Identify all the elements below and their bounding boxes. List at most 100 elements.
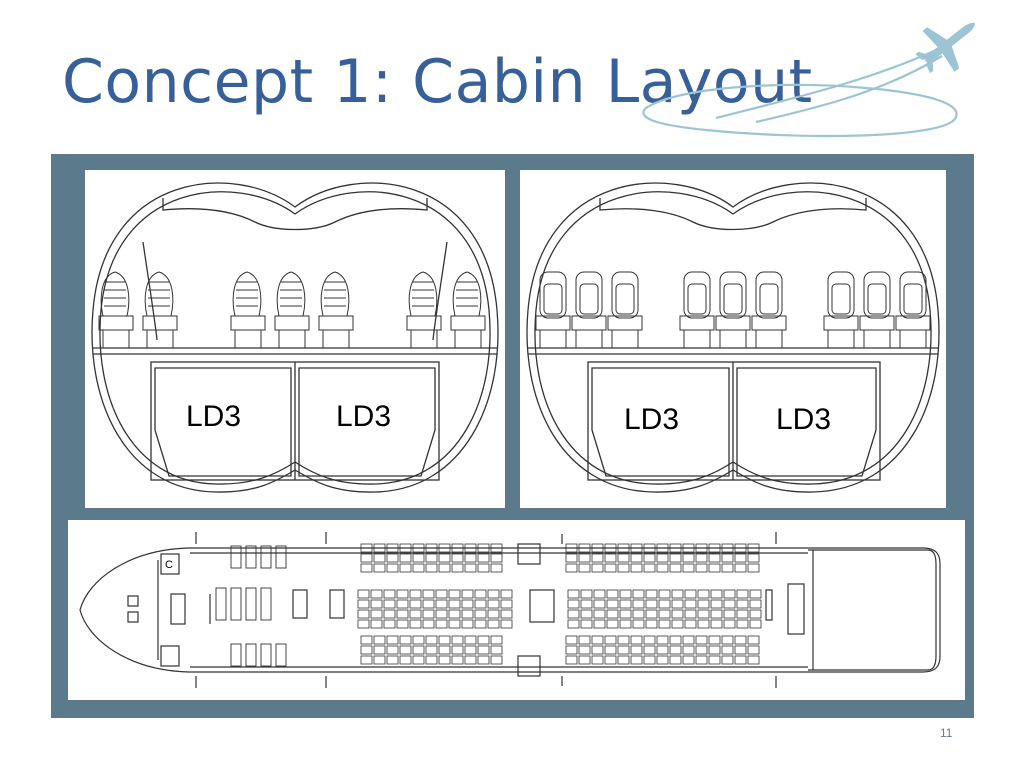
economy-seat [632, 609, 645, 619]
fuselage-cross-section-a: LD3 LD3 [91, 182, 499, 493]
economy-seat [671, 619, 684, 629]
seat-row-b [535, 271, 931, 348]
economy-seat [604, 563, 617, 573]
economy-seat [721, 655, 734, 665]
floor-plan-drawing: C [79, 532, 941, 688]
economy-seat [734, 645, 747, 655]
economy-seat [383, 599, 396, 609]
economy-seat [409, 609, 422, 619]
economy-seat [734, 563, 747, 573]
economy-seat [487, 619, 500, 629]
economy-seat [565, 655, 578, 665]
economy-seat [490, 635, 503, 645]
economy-seat [451, 645, 464, 655]
economy-seat [643, 553, 656, 563]
economy-seat [578, 655, 591, 665]
economy-seat [747, 553, 760, 563]
economy-seat [565, 553, 578, 563]
economy-seat [684, 609, 697, 619]
economy-seat [721, 553, 734, 563]
economy-seat [710, 619, 723, 629]
economy-seat [632, 589, 645, 599]
economy-seat [360, 553, 373, 563]
economy-seat [580, 589, 593, 599]
economy-seat [593, 619, 606, 629]
economy-seat [422, 609, 435, 619]
economy-seat [606, 599, 619, 609]
economy-seat [474, 619, 487, 629]
economy-seat [604, 543, 617, 553]
economy-seat [567, 619, 580, 629]
economy-seat [695, 563, 708, 573]
economy-seat [396, 589, 409, 599]
economy-seat [567, 589, 580, 599]
economy-seat [565, 635, 578, 645]
economy-seat [682, 635, 695, 645]
economy-seat [373, 543, 386, 553]
economy-seat [464, 563, 477, 573]
economy-seat [669, 543, 682, 553]
economy-seat [500, 599, 513, 609]
economy-seat [708, 635, 721, 645]
economy-seat [684, 589, 697, 599]
economy-seat [630, 635, 643, 645]
economy-seat [383, 589, 396, 599]
economy-seat [697, 599, 710, 609]
economy-seat [477, 655, 490, 665]
economy-seat [435, 599, 448, 609]
economy-seat [723, 599, 736, 609]
economy-seat [567, 599, 580, 609]
economy-seat [464, 553, 477, 563]
economy-seat [464, 645, 477, 655]
economy-seat [360, 635, 373, 645]
page-number: 11 [940, 726, 953, 740]
economy-seat [399, 543, 412, 553]
economy-seat [373, 563, 386, 573]
economy-seat [591, 635, 604, 645]
economy-seat [682, 553, 695, 563]
economy-seat [643, 645, 656, 655]
economy-seat [591, 543, 604, 553]
airplane-logo-icon [642, 22, 975, 138]
economy-seat [617, 553, 630, 563]
economy-seat [630, 553, 643, 563]
economy-seat [451, 553, 464, 563]
economy-seat [399, 553, 412, 563]
economy-class-seats [357, 543, 762, 665]
economy-seat [591, 655, 604, 665]
economy-seat [360, 645, 373, 655]
economy-seat [451, 543, 464, 553]
economy-seat [386, 553, 399, 563]
economy-seat [682, 543, 695, 553]
economy-seat [578, 553, 591, 563]
economy-seat [477, 645, 490, 655]
economy-seat [747, 543, 760, 553]
economy-seat [708, 655, 721, 665]
economy-seat [500, 609, 513, 619]
economy-seat [373, 655, 386, 665]
economy-seat [373, 553, 386, 563]
economy-seat [721, 645, 734, 655]
economy-seat [604, 645, 617, 655]
economy-seat [695, 645, 708, 655]
economy-seat [695, 543, 708, 553]
economy-seat [474, 609, 487, 619]
economy-seat [448, 599, 461, 609]
economy-seat [464, 635, 477, 645]
economy-seat [487, 609, 500, 619]
economy-seat [425, 635, 438, 645]
economy-seat [435, 589, 448, 599]
economy-seat [671, 589, 684, 599]
economy-seat [604, 655, 617, 665]
economy-seat [591, 645, 604, 655]
economy-seat [422, 589, 435, 599]
economy-seat [578, 563, 591, 573]
economy-seat [669, 645, 682, 655]
economy-seat [578, 543, 591, 553]
economy-seat [409, 619, 422, 629]
economy-seat [593, 589, 606, 599]
economy-seat [632, 599, 645, 609]
economy-seat [682, 655, 695, 665]
economy-seat [645, 589, 658, 599]
cargo-label-a-left: LD3 [186, 400, 241, 433]
